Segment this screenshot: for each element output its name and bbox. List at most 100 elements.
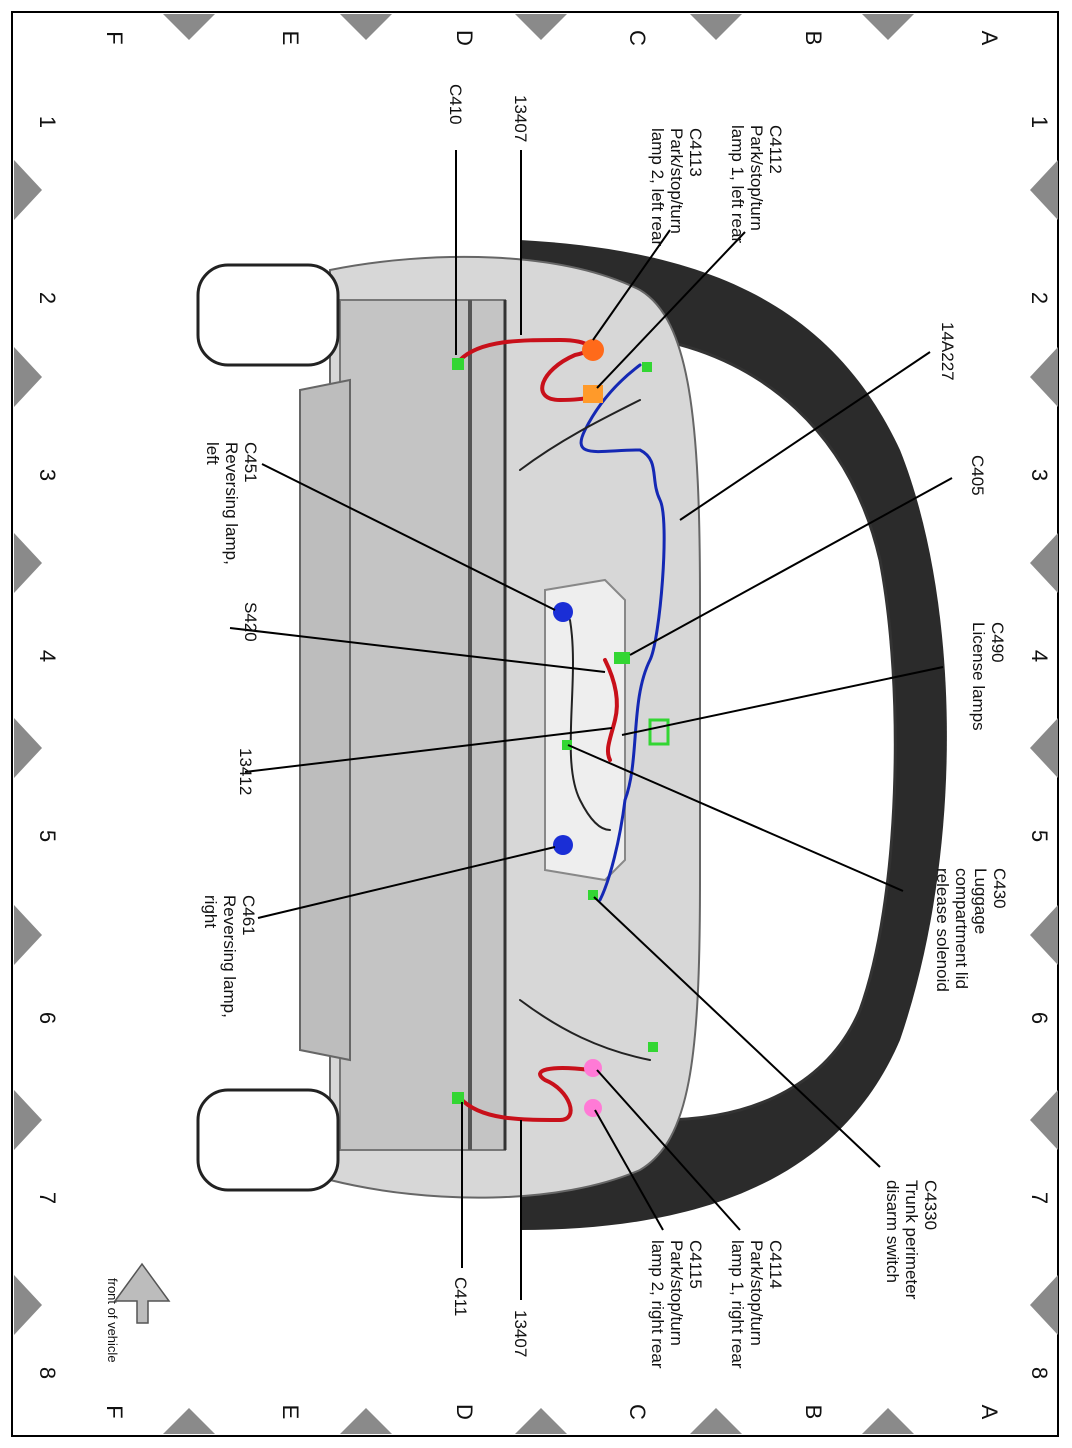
callout-c4115-line-3: lamp 2, right rear <box>648 1240 667 1369</box>
grid-row-bottom-A: A <box>977 1405 1002 1420</box>
green-clip-2 <box>648 1042 658 1052</box>
callout-c4114-line-3: lamp 1, right rear <box>728 1240 747 1369</box>
callout-h13407-left-line-1: 13407 <box>511 95 530 142</box>
callout-c4330-line-2: Trunk perimeter <box>902 1180 921 1300</box>
callout-c4112-line-1: C4112 <box>766 125 785 174</box>
callout-h13412-line-1: 13412 <box>236 748 255 795</box>
grid-col-right-8: 8 <box>1027 1367 1052 1379</box>
grid-col-right-1: 1 <box>1027 116 1052 128</box>
grid-row-top-C: C <box>625 30 650 46</box>
c4112-connector <box>582 339 604 361</box>
callout-c4330-line-1: C4330 <box>921 1180 940 1230</box>
grid-col-left-3: 3 <box>35 469 60 481</box>
grid-row-bottom-E: E <box>278 1405 303 1420</box>
c405-connector <box>614 652 630 664</box>
callout-h14a227: 14A227 <box>938 322 957 381</box>
callout-c430-line-1: C430 <box>990 868 1009 909</box>
c461-connector <box>553 835 573 855</box>
callout-c451-line-2: Reversing lamp, <box>222 442 241 565</box>
c410-connector <box>452 358 464 370</box>
callout-c4112-line-3: lamp 1, left rear <box>728 125 747 243</box>
callout-s420-line-1: S420 <box>241 602 260 642</box>
grid-row-top-F: F <box>102 31 127 44</box>
c4115-connector <box>584 1099 602 1117</box>
callout-c490-line-1: C490 <box>988 622 1007 663</box>
c4114-connector <box>584 1059 602 1077</box>
grid-row-top-A: A <box>977 31 1002 46</box>
grid-col-left-4: 4 <box>35 650 60 662</box>
callout-h13407-right-line-1: 13407 <box>511 1310 530 1357</box>
callout-c4115-line-2: Park/stop/turn <box>667 1240 686 1346</box>
leader-lines <box>229 150 953 1300</box>
grid-row-bottom-C: C <box>625 1404 650 1420</box>
front-of-vehicle-arrow-icon <box>113 1262 171 1324</box>
vehicle-rear-body <box>196 240 947 1230</box>
callout-c410-line-1: C410 <box>446 84 465 125</box>
callout-c451-line-1: C451 <box>241 442 260 483</box>
grid-col-right-6: 6 <box>1027 1012 1052 1024</box>
callout-h13407-right: 13407 <box>511 1310 530 1357</box>
callout-h13412: 13412 <box>236 748 255 795</box>
harness-thin-black <box>519 399 651 1061</box>
callout-c4114-line-1: C4114 <box>766 1240 785 1289</box>
callout-s420: S420 <box>241 602 260 642</box>
c411-connector <box>452 1092 464 1104</box>
grid-col-left-1: 1 <box>35 116 60 128</box>
callout-c461-line-1: C461 <box>239 895 258 936</box>
wiring-harnesses <box>458 337 666 1123</box>
green-clip-1 <box>642 362 652 372</box>
grid-row-top-E: E <box>278 31 303 46</box>
callout-c405: C405 <box>968 455 987 496</box>
callout-c410: C410 <box>446 84 465 125</box>
grid-col-left-8: 8 <box>35 1367 60 1379</box>
grid-row-bottom-F: F <box>102 1405 127 1418</box>
grid-row-bottom-D: D <box>452 1404 477 1420</box>
grid-col-left-2: 2 <box>35 292 60 304</box>
grid-col-left-5: 5 <box>35 830 60 842</box>
callout-c4115-line-1: C4115 <box>686 1240 705 1289</box>
c4113-connector <box>583 385 603 403</box>
callout-c4114-line-2: Park/stop/turn <box>747 1240 766 1346</box>
callout-c451-line-3: left <box>203 442 222 465</box>
grid-col-left-6: 6 <box>35 1012 60 1024</box>
callout-c4330-line-3: disarm switch <box>883 1180 902 1283</box>
c451-connector <box>553 602 573 622</box>
callout-front-line-1: front of vehicle <box>105 1278 120 1363</box>
harness-13407-right <box>458 1066 592 1123</box>
grid-col-right-2: 2 <box>1027 292 1052 304</box>
c4330-connector <box>588 890 598 900</box>
grid-col-right-3: 3 <box>1027 469 1052 481</box>
harness-13412 <box>603 658 619 762</box>
callout-c430-line-3: compartment lid <box>952 868 971 989</box>
c490-connector <box>648 718 670 746</box>
grid-col-right-5: 5 <box>1027 830 1052 842</box>
callout-c430-line-4: release solenoid <box>933 868 952 992</box>
c430-connector <box>562 740 572 750</box>
callout-c4113-line-2: Park/stop/turn <box>667 128 686 234</box>
grid-markers <box>14 14 1058 1434</box>
grid-row-top-B: B <box>801 31 826 46</box>
callout-c4113-line-3: lamp 2, left rear <box>648 128 667 246</box>
callout-c4112-line-2: Park/stop/turn <box>747 125 766 231</box>
grid-row-top-D: D <box>452 30 477 46</box>
callout-c411: C411 <box>451 1277 470 1316</box>
grid-row-bottom-B: B <box>801 1405 826 1420</box>
grid-col-left-7: 7 <box>35 1192 60 1204</box>
callout-c405-line-1: C405 <box>968 455 987 496</box>
callout-c411-line-1: C411 <box>451 1277 470 1316</box>
grid-col-right-7: 7 <box>1027 1192 1052 1204</box>
callout-c461-line-3: right <box>201 895 220 928</box>
harness-13407-left <box>458 337 601 403</box>
callout-front: front of vehicle <box>105 1278 120 1363</box>
callout-c430-line-2: Luggage <box>971 868 990 934</box>
